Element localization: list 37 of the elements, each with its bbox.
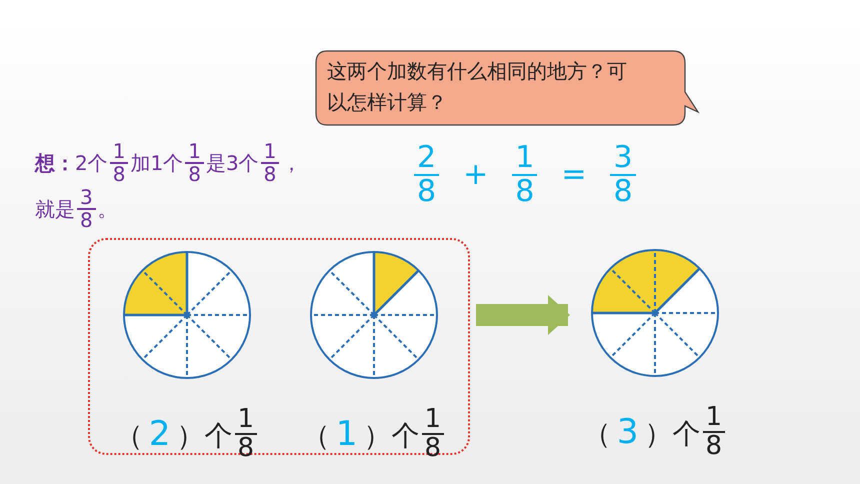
fraction-numerator: 1 bbox=[260, 141, 280, 164]
fraction-denominator: 8 bbox=[612, 176, 634, 207]
fraction-numerator: 1 bbox=[110, 141, 128, 164]
fraction-numerator: 1 bbox=[512, 142, 538, 176]
fraction-circle bbox=[122, 250, 252, 380]
fraction-circle bbox=[590, 248, 720, 378]
count-caption: （3）个 bbox=[582, 412, 701, 452]
equation-symbol: + bbox=[463, 157, 488, 192]
count-caption: （2）个 bbox=[114, 414, 233, 454]
fraction-circle bbox=[309, 250, 439, 380]
fraction-denominator: 8 bbox=[262, 164, 278, 185]
reasoning-text: 。 bbox=[98, 196, 118, 222]
fraction-denominator: 8 bbox=[514, 176, 536, 207]
fraction-denominator: 8 bbox=[112, 164, 126, 185]
fraction-numerator: 2 bbox=[414, 142, 440, 176]
fraction-denominator: 8 bbox=[704, 433, 724, 460]
reasoning-text: 想：2个 bbox=[35, 150, 108, 176]
fraction-numerator: 3 bbox=[610, 142, 636, 176]
reasoning-text: 加1个 bbox=[130, 150, 184, 176]
dotted-group-box bbox=[88, 238, 470, 455]
fraction-numerator: 1 bbox=[702, 404, 726, 433]
reasoning-text: 就是 bbox=[35, 196, 75, 222]
fraction-numerator: 1 bbox=[234, 406, 258, 435]
fraction-denominator: 8 bbox=[79, 210, 94, 231]
fraction-denominator: 8 bbox=[187, 164, 202, 185]
reasoning-text: 是3个 bbox=[206, 150, 259, 176]
equation-symbol: = bbox=[561, 157, 586, 192]
reasoning-text: ， bbox=[281, 150, 302, 176]
fraction-numerator: 1 bbox=[185, 141, 204, 164]
count-caption: （1）个 bbox=[302, 414, 420, 454]
fraction-denominator: 8 bbox=[416, 176, 438, 207]
fraction-denominator: 8 bbox=[236, 435, 256, 462]
bubble-text: 这两个加数有什么相同的地方？可以怎样计算？ bbox=[327, 58, 627, 116]
fraction-numerator: 3 bbox=[77, 187, 96, 210]
fraction-numerator: 1 bbox=[422, 406, 444, 435]
fraction-denominator: 8 bbox=[424, 435, 442, 462]
arrow bbox=[476, 295, 570, 335]
